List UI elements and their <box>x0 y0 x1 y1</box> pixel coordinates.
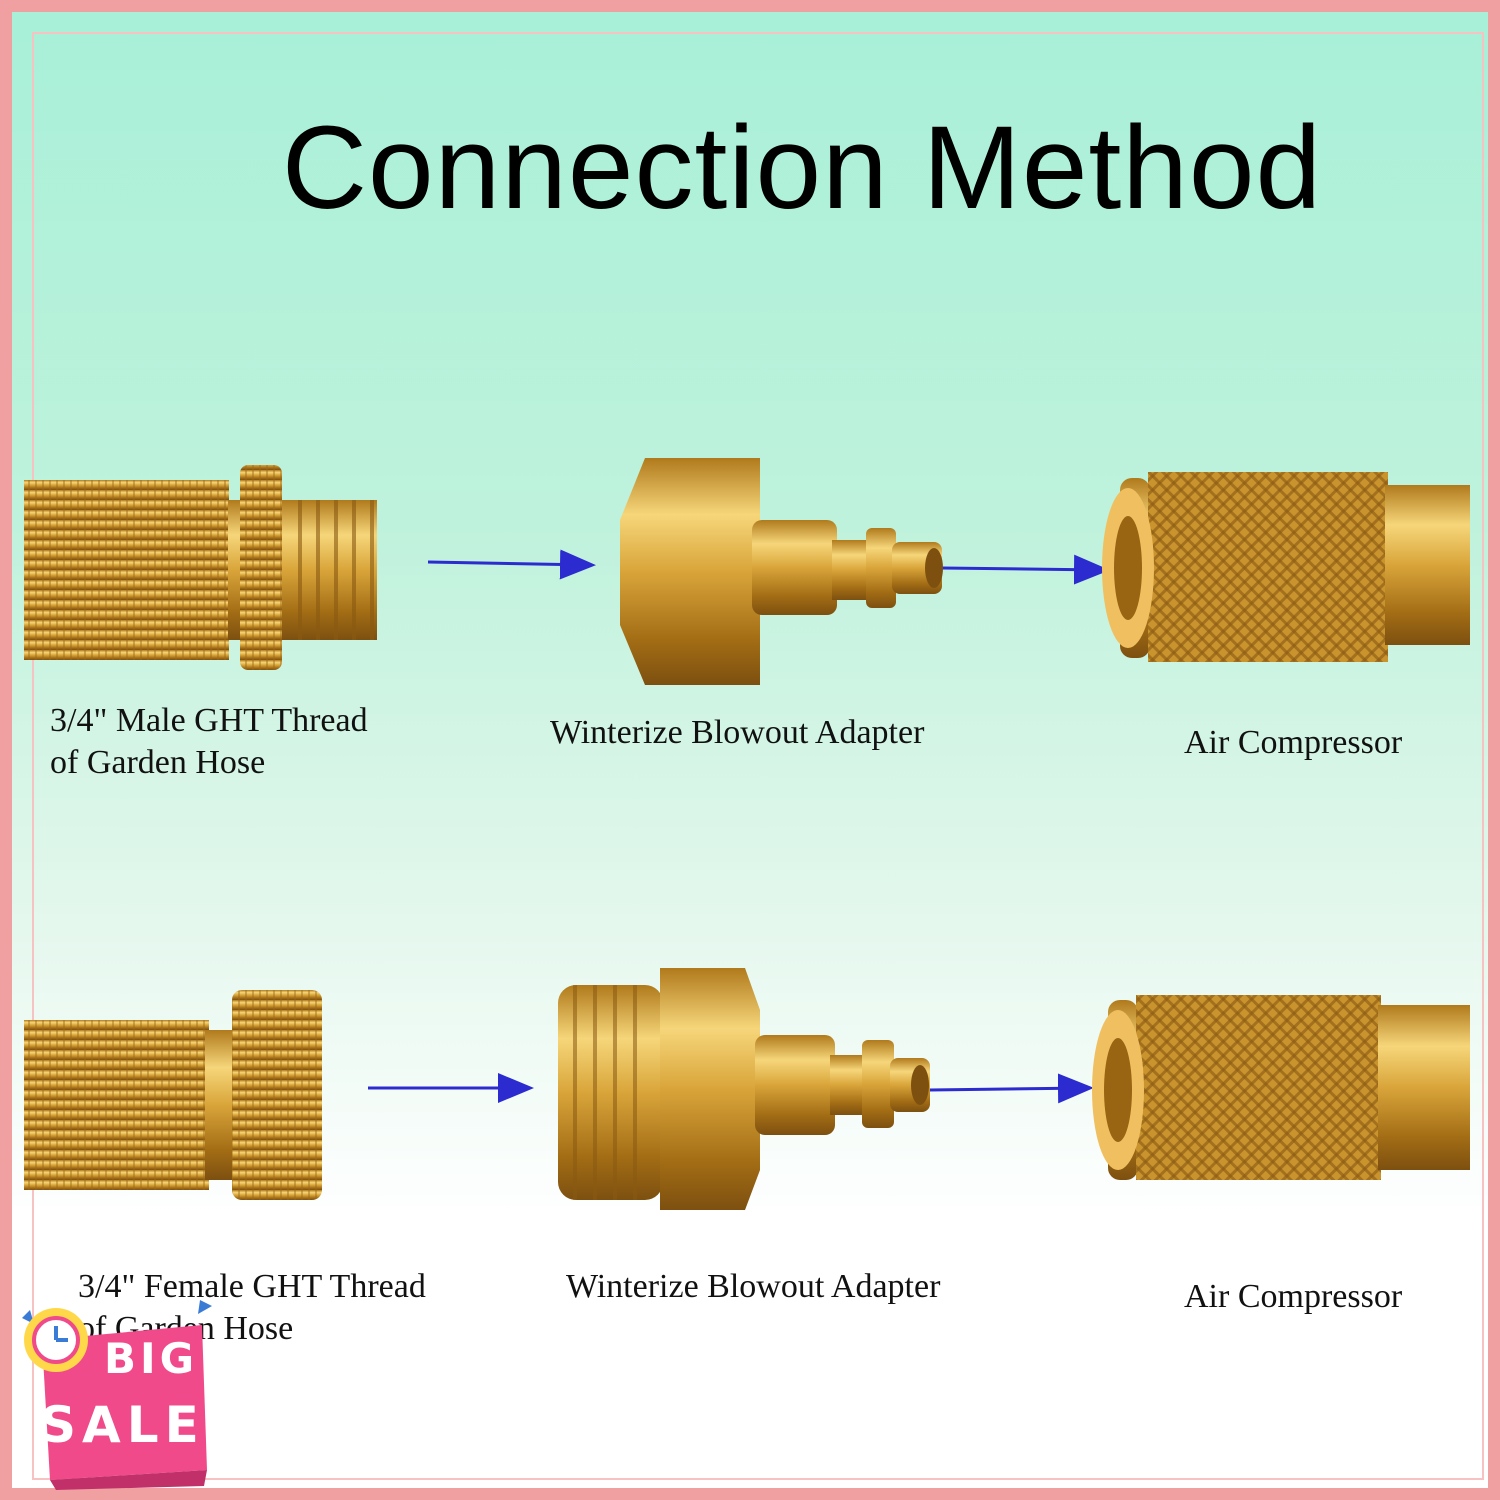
badge-shape <box>22 1300 212 1490</box>
female-hose-end-image <box>24 990 322 1200</box>
arrow-4 <box>929 1073 1094 1104</box>
compressor-coupler-image-1 <box>1102 472 1470 662</box>
page-title: Connection Method <box>281 102 1323 234</box>
badge-line1: BIG <box>104 1334 199 1383</box>
clock-icon <box>24 1308 88 1372</box>
adapter-label-2: Winterize Blowout Adapter <box>566 1268 941 1305</box>
male-hose-end-image <box>24 465 377 670</box>
compressor-coupler-image-2 <box>1092 995 1470 1180</box>
big-sale-badge[interactable]: BIG SALE <box>22 1300 212 1490</box>
arrow-1 <box>427 549 596 580</box>
adapter-label-1: Winterize Blowout Adapter <box>550 714 925 751</box>
compressor-label-1: Air Compressor <box>1184 724 1403 761</box>
male-hose-label: 3/4" Male GHT Thread of Garden Hose <box>50 700 368 784</box>
adapter-female-image <box>620 458 943 685</box>
frame-inner-line <box>32 32 1484 1480</box>
male-hose-label-line1: 3/4" Male GHT Thread <box>50 702 368 739</box>
badge-line2: SALE <box>40 1396 205 1454</box>
compressor-label-2: Air Compressor <box>1184 1278 1403 1315</box>
female-hose-label: 3/4" Female GHT Thread of Garden Hose <box>78 1266 426 1350</box>
female-hose-label-line1: 3/4" Female GHT Thread <box>78 1268 426 1305</box>
male-hose-label-line2: of Garden Hose <box>50 744 266 781</box>
adapter-male-image <box>558 968 930 1210</box>
arrow-2 <box>941 554 1110 585</box>
